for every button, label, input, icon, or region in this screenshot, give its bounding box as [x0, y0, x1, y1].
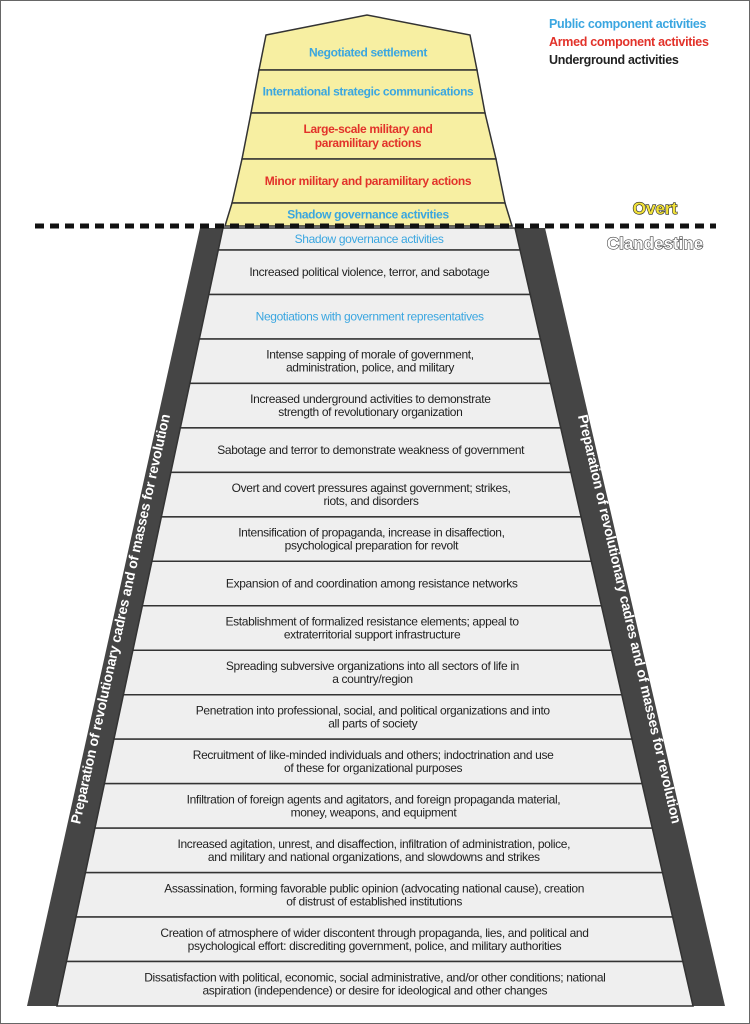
- clandestine-row: Increased underground activities to demo…: [179, 382, 562, 429]
- overt-label: Overt: [633, 199, 678, 218]
- row-text-line: psychological effort: discrediting gover…: [188, 939, 562, 953]
- row-text-line: Infiltration of foreign agents and agita…: [187, 792, 561, 806]
- legend-item-public: Public component activities: [549, 17, 707, 31]
- overt-row: Negotiated settlement: [309, 46, 428, 60]
- row-text-line: Intense sapping of morale of government,: [266, 348, 473, 362]
- clandestine-row: Overt and covert pressures against gover…: [160, 471, 583, 518]
- clandestine-row: Dissatisfaction with political, economic…: [56, 960, 694, 1007]
- right-side-band: [515, 228, 725, 1006]
- clandestine-row: Sabotage and terror to demonstrate weakn…: [169, 427, 572, 474]
- clandestine-row: Expansion of and coordination among resi…: [141, 560, 603, 607]
- row-text-line: strength of revolutionary organization: [278, 405, 462, 419]
- clandestine-row: Negotiations with government representat…: [198, 293, 542, 340]
- clandestine-row: Intense sapping of morale of government,…: [188, 338, 552, 385]
- clandestine-label: Clandestine: [607, 234, 703, 253]
- legend-item-armed: Armed component activities: [549, 35, 709, 49]
- clandestine-row: Increased political violence, terror, an…: [207, 249, 532, 296]
- row-text-line: Sabotage and terror to demonstrate weakn…: [217, 443, 525, 457]
- row-text-line: and military and national organizations,…: [208, 850, 540, 864]
- row-text-line: money, weapons, and equipment: [291, 805, 458, 819]
- row-text-line: paramilitary actions: [315, 136, 422, 150]
- row-text-line: a country/region: [332, 672, 412, 686]
- row-text-line: of these for organizational purposes: [284, 761, 463, 775]
- row-text-line: of distrust of established institutions: [286, 894, 462, 908]
- row-text-line: International strategic communications: [263, 85, 474, 99]
- clandestine-row: Spreading subversive organizations into …: [122, 649, 623, 696]
- overt-roof: [258, 14, 478, 71]
- row-text-line: Overt and covert pressures against gover…: [232, 481, 511, 495]
- row-text-line: all parts of society: [328, 716, 417, 730]
- overt-row: Minor military and paramilitary actions: [231, 158, 506, 204]
- clandestine-row: Assassination, forming favorable public …: [75, 871, 674, 918]
- overt-row: International strategic communications: [250, 69, 486, 114]
- row-text-line: Minor military and paramilitary actions: [265, 174, 472, 188]
- row-text-line: Negotiations with government representat…: [256, 310, 484, 324]
- legend-item-underground: Underground activities: [549, 53, 679, 67]
- row-text-line: Penetration into professional, social, a…: [196, 703, 551, 717]
- clandestine-row: Intensification of propaganda, increase …: [150, 516, 593, 563]
- row-text-line: Establishment of formalized resistance e…: [225, 615, 519, 629]
- clandestine-row: Penetration into professional, social, a…: [113, 693, 633, 740]
- row-text-line: Expansion of and coordination among resi…: [226, 577, 518, 591]
- clandestine-row: Shadow governance activities: [217, 227, 521, 251]
- row-text-line: Large-scale military and: [304, 122, 433, 136]
- row-text-line: Increased underground activities to demo…: [250, 392, 491, 406]
- row-text-line: Negotiated settlement: [309, 46, 427, 60]
- row-text-line: Shadow governance activities: [295, 232, 444, 246]
- row-text-line: Increased political violence, terror, an…: [249, 265, 490, 279]
- clandestine-row: Infiltration of foreign agents and agita…: [94, 782, 654, 829]
- row-text-line: administration, police, and military: [286, 361, 454, 375]
- overt-row: Shadow governance activities: [223, 202, 514, 227]
- row-text-line: Assassination, forming favorable public …: [164, 881, 584, 895]
- row-text-line: aspiration (independence) or desire for …: [202, 983, 547, 997]
- row-text-line: Spreading subversive organizations into …: [226, 659, 519, 673]
- left-side-band: [27, 228, 223, 1006]
- row-text-line: Dissatisfaction with political, economic…: [144, 970, 605, 984]
- row-text-line: Intensification of propaganda, increase …: [238, 526, 504, 540]
- side-bands: [27, 228, 725, 1006]
- clandestine-row: Creation of atmosphere of wider disconte…: [65, 916, 684, 963]
- row-text-line: Increased agitation, unrest, and disaffe…: [178, 837, 571, 851]
- row-text-line: riots, and disorders: [324, 494, 419, 508]
- row-text-line: psychological preparation for revolt: [285, 539, 460, 553]
- row-text-line: Shadow governance activities: [287, 208, 449, 222]
- row-text-line: Recruitment of like-minded individuals a…: [193, 748, 554, 762]
- clandestine-row: Establishment of formalized resistance e…: [131, 605, 613, 651]
- clandestine-row: Recruitment of like-minded individuals a…: [103, 738, 644, 785]
- row-text-line: extraterritorial support infrastructure: [284, 628, 461, 642]
- row-text-line: Creation of atmosphere of wider disconte…: [160, 926, 588, 940]
- clandestine-row: Increased agitation, unrest, and disaffe…: [84, 827, 664, 874]
